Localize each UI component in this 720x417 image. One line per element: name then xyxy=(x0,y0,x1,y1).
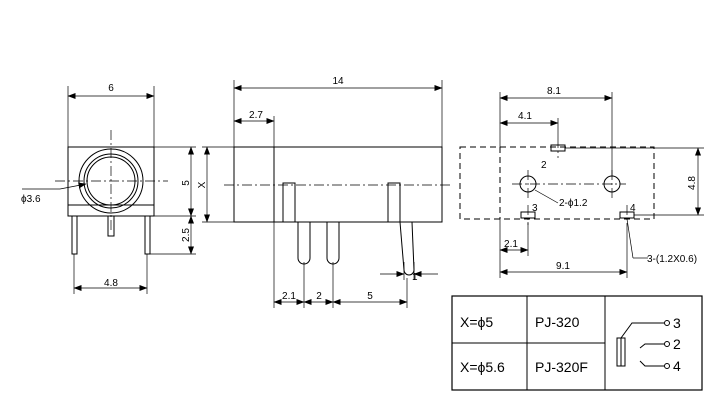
table-row-1-x: X=ϕ5 xyxy=(460,314,493,330)
dim-side-offset: 2.7 xyxy=(249,110,263,121)
table-row-2-x: X=ϕ5.6 xyxy=(460,359,505,375)
side-body-outline xyxy=(233,146,443,223)
dim-footprint-left: 4.1 xyxy=(518,111,532,122)
front-view: 6 5 2.5 4.8 ϕ3.6 xyxy=(21,83,196,294)
footprint-outline xyxy=(459,146,655,220)
dim-side-length: 14 xyxy=(332,76,344,87)
dim-front-height: 5 xyxy=(181,180,192,186)
table-row-2-model: PJ-320F xyxy=(535,359,588,375)
dim-side-pin3: 5 xyxy=(367,291,373,302)
table-row-1-model: PJ-320 xyxy=(535,314,580,330)
label-pad-2: 2 xyxy=(541,160,547,171)
dim-footprint-width: 9.1 xyxy=(556,261,570,272)
dim-side-pin1: 2.1 xyxy=(282,291,296,302)
dim-front-width: 6 xyxy=(108,83,114,94)
schematic-pin-3: 3 xyxy=(673,315,681,331)
dim-footprint-edge: 2.1 xyxy=(504,239,518,250)
dim-side-pin-width: 1 xyxy=(412,272,418,283)
dim-front-pin-length: 2.5 xyxy=(181,228,192,242)
footprint-view: 2 3 4 2-ϕ1.2 3-(1.2X0.6) 8.1 4.1 4.8 2.1… xyxy=(459,86,704,278)
label-holes: 2-ϕ1.2 xyxy=(559,198,588,209)
schematic-pin-4: 4 xyxy=(673,358,681,374)
side-view: 14 2.7 X 2.1 2 5 1 xyxy=(197,76,452,308)
dim-front-diameter: ϕ3.6 xyxy=(21,194,41,205)
dim-footprint-total: 8.1 xyxy=(547,86,561,97)
schematic-pin-2: 2 xyxy=(673,336,681,352)
label-slots: 3-(1.2X0.6) xyxy=(647,254,697,265)
label-pad-4: 4 xyxy=(630,203,636,214)
dim-front-pin-spacing: 4.8 xyxy=(104,278,118,289)
dim-side-x: X xyxy=(197,181,208,188)
schematic-symbol: 3 2 4 xyxy=(616,315,681,374)
dim-side-pin2: 2 xyxy=(316,291,322,302)
model-table: X=ϕ5 PJ-320 X=ϕ5.6 PJ-320F 3 2 4 xyxy=(451,295,703,391)
dim-footprint-height: 4.8 xyxy=(687,176,698,190)
label-pad-3: 3 xyxy=(532,203,538,214)
